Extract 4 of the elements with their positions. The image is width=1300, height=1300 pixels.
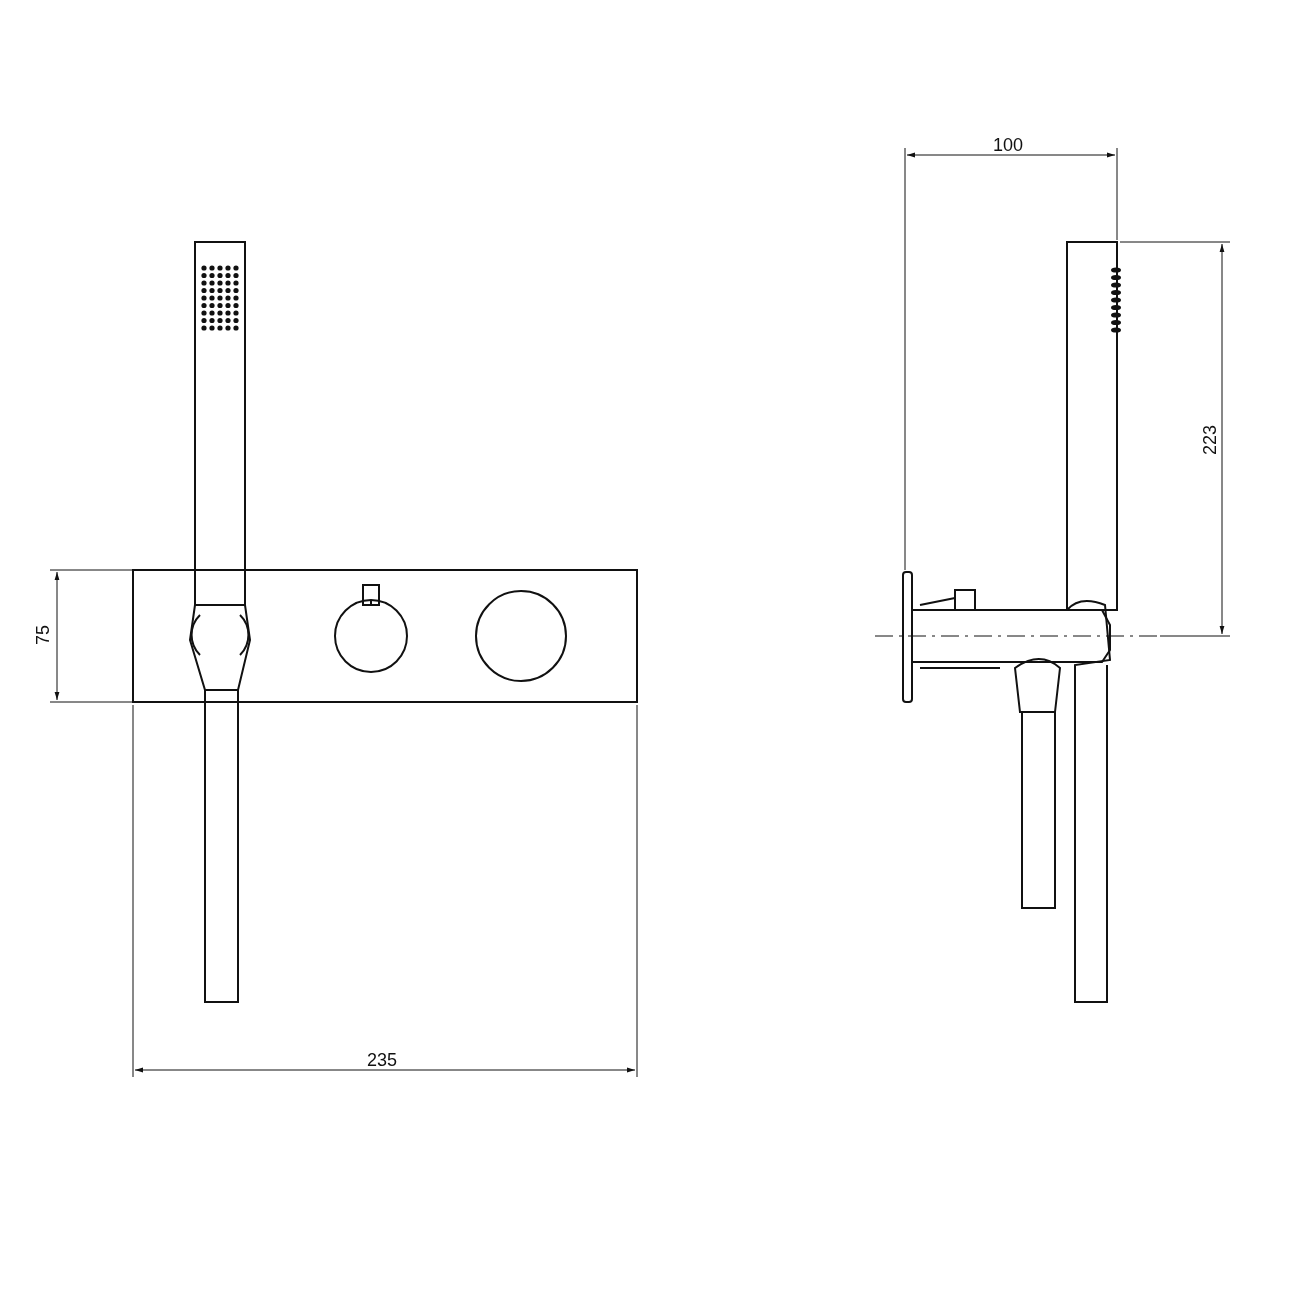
dimension-value: 100 [993,135,1024,155]
dimension-value: 75 [33,625,53,645]
dimension-value: 235 [367,1050,398,1070]
dimension-value: 223 [1200,425,1220,455]
